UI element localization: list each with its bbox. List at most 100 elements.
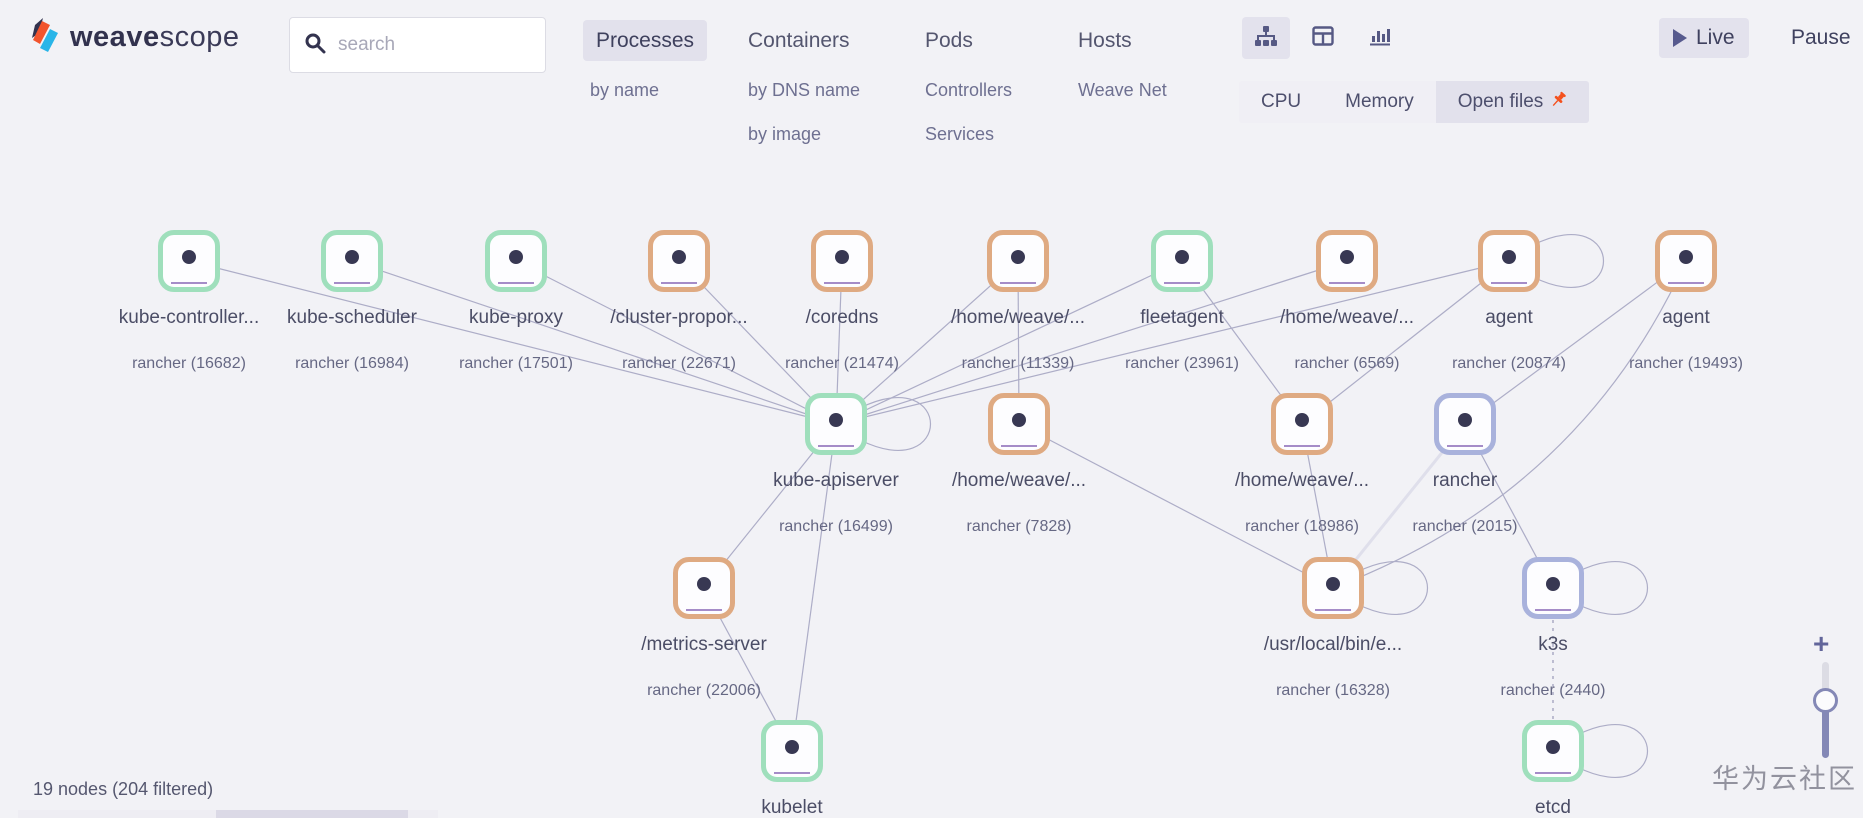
node-underline: [1535, 772, 1571, 774]
metric-cpu-button[interactable]: CPU: [1261, 91, 1302, 112]
graph-node[interactable]: [1434, 393, 1496, 455]
node-dot: [1175, 249, 1189, 264]
graph-node-sublabel: rancher (22671): [622, 355, 736, 372]
graph-node[interactable]: [1151, 230, 1213, 292]
table-grid-icon: [1312, 25, 1334, 51]
node-underline: [171, 282, 207, 284]
node-dot: [345, 249, 359, 264]
graph-node-label: kubelet: [761, 797, 823, 818]
node-dot: [1295, 412, 1309, 427]
node-underline: [686, 609, 722, 611]
node-dot: [1340, 249, 1354, 264]
node-underline: [1164, 282, 1200, 284]
tab-hosts[interactable]: Hosts: [1078, 28, 1132, 52]
graph-node[interactable]: [648, 230, 710, 292]
app-logo[interactable]: weavescope: [28, 16, 239, 59]
tab-pods[interactable]: Pods: [925, 28, 973, 52]
zoom-slider-track-lower[interactable]: [1822, 702, 1829, 758]
tab-processes[interactable]: Processes: [583, 20, 708, 61]
bar-chart-icon: [1369, 26, 1391, 51]
node-dot: [835, 249, 849, 264]
graph-node[interactable]: [1522, 557, 1584, 619]
graph-node[interactable]: [761, 720, 823, 782]
graph-node-label: kube-controller...: [118, 307, 260, 328]
graph-edge: [515, 260, 837, 425]
graph-edge: [1018, 423, 1334, 589]
node-underline: [818, 445, 854, 447]
graph-node-label: /coredns: [805, 307, 879, 328]
graph-node-sublabel: rancher (21474): [785, 355, 899, 372]
node-underline: [1491, 282, 1527, 284]
graph-node-label: kube-proxy: [469, 307, 563, 328]
resources-view-button[interactable]: [1356, 17, 1404, 59]
horizontal-scrollbar-thumb[interactable]: [216, 810, 408, 818]
graph-edge: [1332, 260, 1687, 589]
node-dot: [1679, 249, 1693, 264]
metric-open-files-button[interactable]: Open files: [1435, 81, 1590, 123]
zoom-slider-knob[interactable]: [1813, 688, 1838, 713]
graph-self-loop-edge: [1532, 233, 1604, 289]
pause-button[interactable]: Pause: [1791, 26, 1851, 49]
node-underline: [824, 282, 860, 284]
graph-node-label: kube-apiserver: [773, 470, 899, 491]
node-underline: [661, 282, 697, 284]
horizontal-scrollbar[interactable]: [18, 810, 438, 818]
node-underline: [334, 282, 370, 284]
node-underline: [1315, 609, 1351, 611]
graph-node[interactable]: [321, 230, 383, 292]
subtab-by-name[interactable]: by name: [590, 80, 660, 100]
graph-node[interactable]: [1316, 230, 1378, 292]
graph-node-label: /usr/local/bin/e...: [1263, 634, 1403, 655]
watermark: 华为云社区: [1712, 764, 1857, 794]
graph-node-label: agent: [1662, 307, 1710, 328]
graph-node[interactable]: [1478, 230, 1540, 292]
zoom-in-button[interactable]: +: [1813, 628, 1830, 659]
tab-containers[interactable]: Containers: [748, 28, 850, 52]
graph-node-label: agent: [1485, 307, 1533, 328]
graph-node-label: etcd: [1535, 797, 1571, 818]
graph-node[interactable]: [1655, 230, 1717, 292]
search-box[interactable]: [289, 17, 546, 73]
node-dot: [1011, 249, 1025, 264]
node-dot: [509, 249, 523, 264]
graph-node-label: kube-scheduler: [287, 307, 417, 328]
graph-node-label: /home/weave/...: [951, 470, 1087, 491]
node-dot: [829, 412, 843, 427]
node-underline: [1535, 609, 1571, 611]
graph-edge: [1464, 260, 1687, 425]
graph-node[interactable]: [158, 230, 220, 292]
live-button[interactable]: Live: [1659, 18, 1749, 58]
node-dot: [1502, 249, 1516, 264]
graph-self-loop-edge: [1576, 560, 1648, 616]
graph-node[interactable]: [805, 393, 867, 455]
graph-node[interactable]: [811, 230, 873, 292]
node-underline: [1329, 282, 1365, 284]
graph-edge: [791, 423, 837, 752]
metric-memory-button[interactable]: Memory: [1345, 91, 1414, 112]
subtab-services[interactable]: Services: [925, 124, 995, 144]
node-dot: [697, 576, 711, 591]
table-view-button[interactable]: [1299, 17, 1347, 59]
subtab-by-dns-name[interactable]: by DNS name: [748, 80, 861, 100]
subtab-weave-net[interactable]: Weave Net: [1078, 80, 1167, 100]
graph-node[interactable]: [485, 230, 547, 292]
graph-edge: [835, 260, 1348, 425]
graph-node[interactable]: [1302, 557, 1364, 619]
graph-node[interactable]: [1271, 393, 1333, 455]
graph-node-sublabel: rancher (16328): [1276, 682, 1390, 699]
zoom-slider-track-upper[interactable]: [1822, 662, 1829, 696]
pin-icon: [1550, 91, 1567, 114]
graph-node[interactable]: [988, 393, 1050, 455]
graph-node[interactable]: [1522, 720, 1584, 782]
node-underline: [1001, 445, 1037, 447]
graph-view-button[interactable]: [1242, 17, 1290, 59]
graph-node[interactable]: [987, 230, 1049, 292]
subtab-controllers[interactable]: Controllers: [925, 80, 1013, 100]
subtab-by-image[interactable]: by image: [748, 124, 822, 144]
graph-edge: [188, 260, 837, 425]
search-input[interactable]: [338, 34, 508, 56]
graph-node[interactable]: [673, 557, 735, 619]
node-underline: [1668, 282, 1704, 284]
node-dot: [1012, 412, 1026, 427]
